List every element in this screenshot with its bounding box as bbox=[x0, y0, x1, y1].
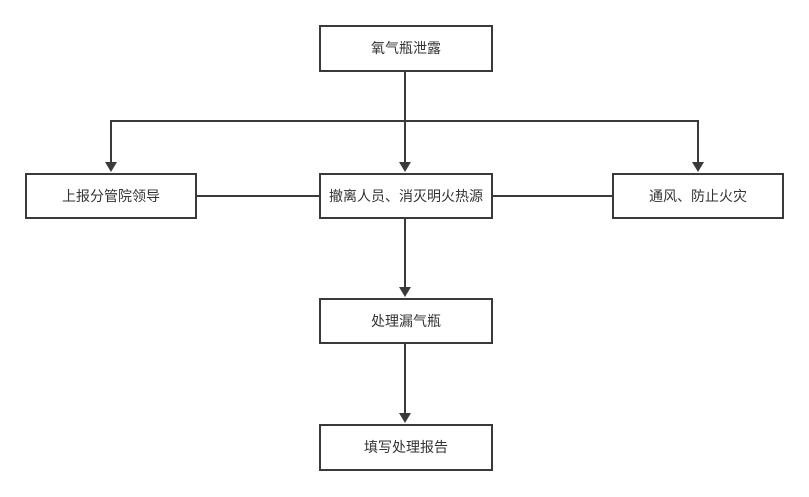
flowchart-node-report: 填写处理报告 bbox=[319, 424, 493, 471]
arrowhead-to-evacuate bbox=[399, 162, 411, 172]
flowchart-node-report-leader: 上报分管院领导 bbox=[25, 173, 197, 219]
edge-leak-branch-stem bbox=[404, 71, 406, 121]
arrowhead-to-ventilate bbox=[692, 162, 704, 172]
node-ventilate-label: 通风、防止火灾 bbox=[649, 187, 747, 204]
node-report-label: 填写处理报告 bbox=[364, 439, 448, 455]
arrowhead-to-report-leader bbox=[105, 162, 117, 172]
arrowhead-to-report bbox=[399, 413, 411, 423]
flowchart-node-handle: 处理漏气瓶 bbox=[319, 298, 493, 344]
edge-branch-to-report-leader bbox=[110, 120, 112, 163]
node-handle-label: 处理漏气瓶 bbox=[371, 312, 441, 329]
flowchart-node-ventilate: 通风、防止火灾 bbox=[612, 173, 784, 219]
node-leak-label: 氧气瓶泄露 bbox=[371, 40, 441, 56]
arrowhead-to-handle bbox=[399, 287, 411, 297]
node-evacuate-label: 撤离人员、消灭明火热源 bbox=[329, 187, 483, 204]
node-report-leader-label: 上报分管院领导 bbox=[62, 187, 160, 204]
edge-branch-to-ventilate bbox=[697, 120, 699, 163]
edge-evacuate-to-handle bbox=[404, 219, 406, 289]
edge-handle-to-report bbox=[404, 344, 406, 415]
flowchart-node-leak: 氧气瓶泄露 bbox=[319, 25, 493, 72]
edge-evacuate-ventilate bbox=[493, 195, 612, 197]
edge-branch-to-evacuate bbox=[404, 120, 406, 163]
edge-report-leader-evacuate bbox=[197, 195, 319, 197]
flowchart-node-evacuate: 撤离人员、消灭明火热源 bbox=[319, 173, 493, 219]
